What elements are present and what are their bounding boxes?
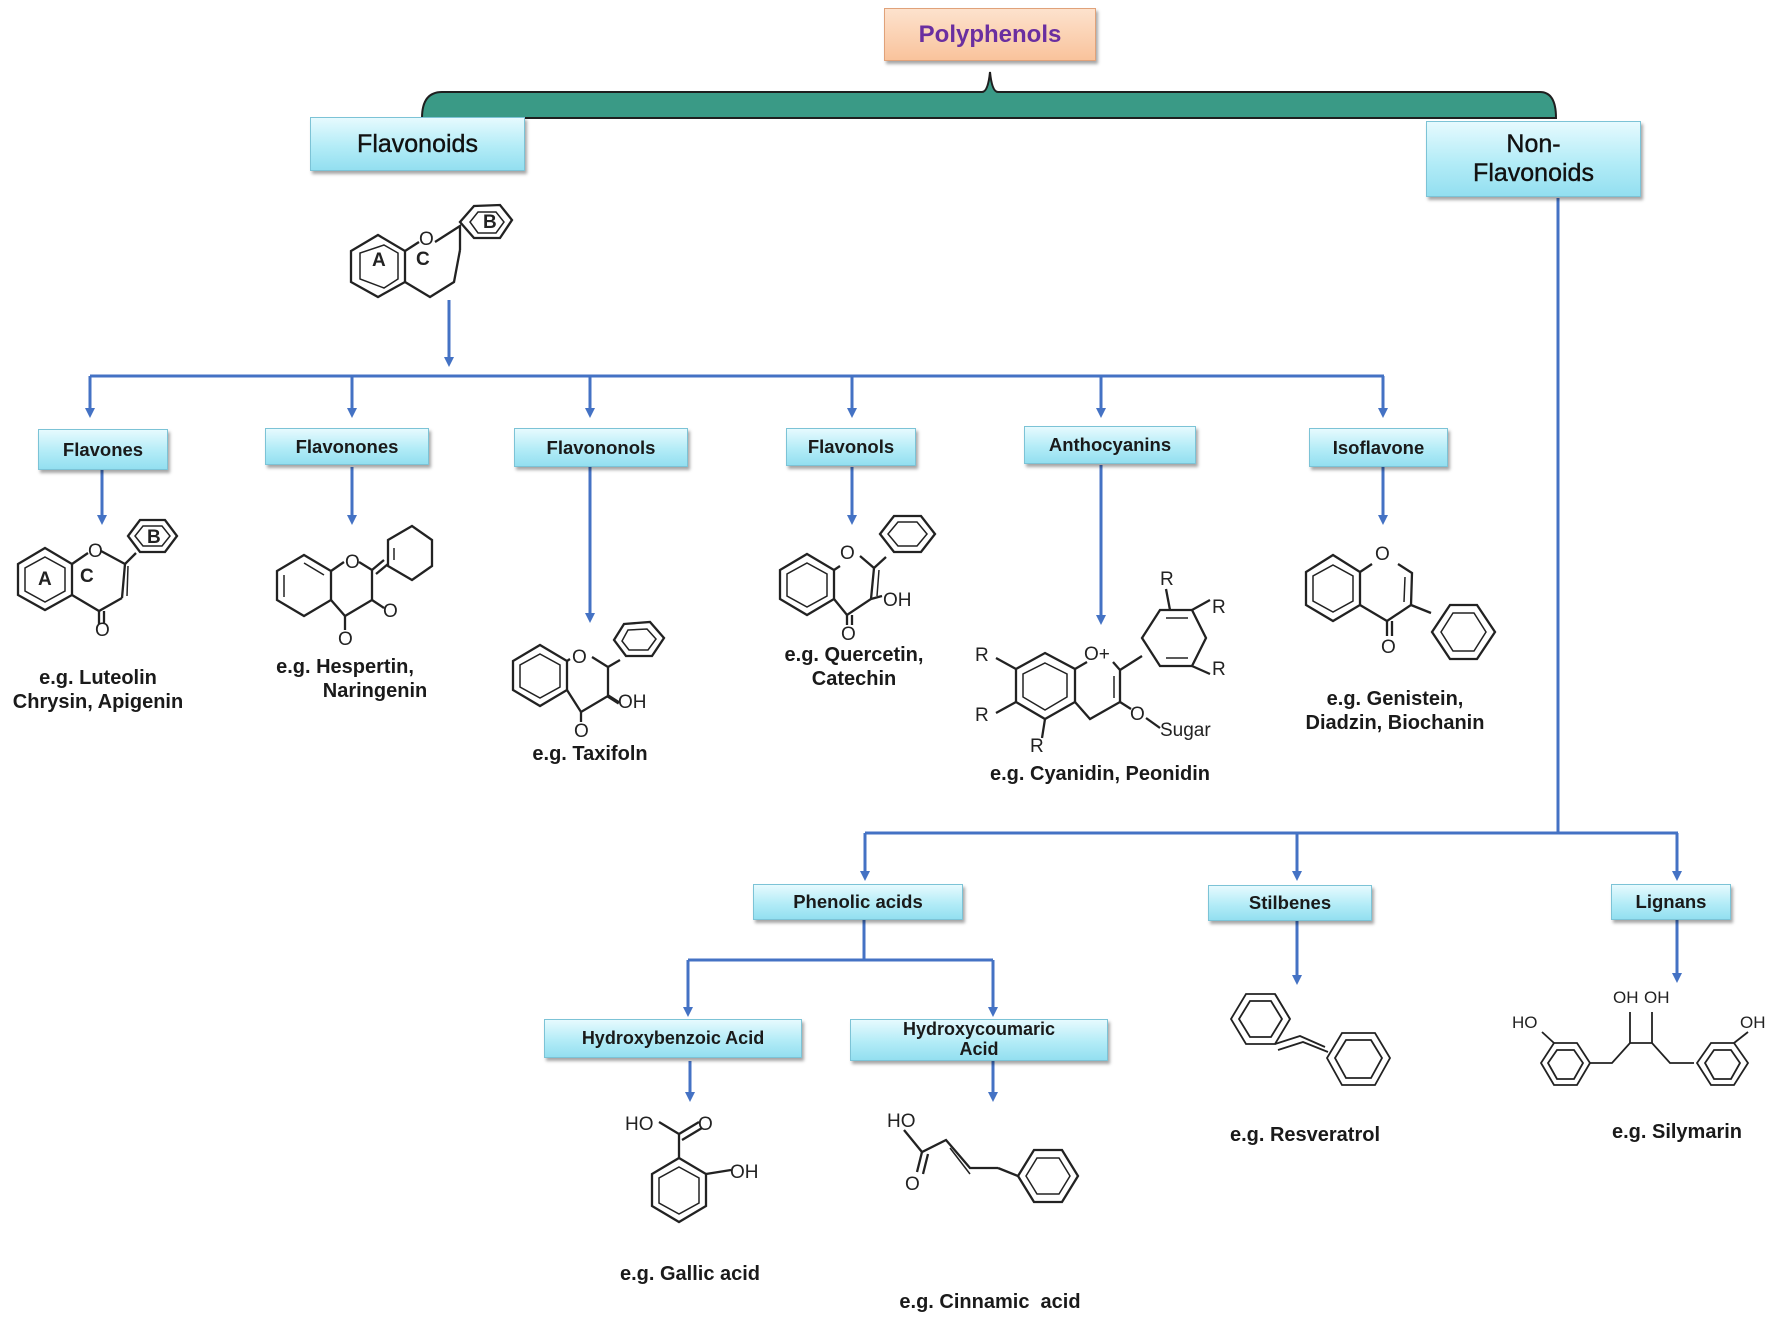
cinnamic-acid-structure [903, 1129, 1080, 1204]
hydroxycoumaric-acid-box: Hydroxycoumaric Acid [850, 1019, 1108, 1061]
cinnamic-o-label: O [905, 1174, 920, 1195]
example-line: e.g. Resveratrol [1229, 1124, 1381, 1146]
lignan-oh3-label: OH [1740, 1013, 1766, 1032]
example-line: e.g. Cinnamic acid [899, 1290, 1081, 1313]
flavonone-o-label: O [345, 552, 360, 573]
flavones-examples: e.g. Luteolin Chrysin, Apigenin [0, 666, 196, 715]
flavanonol-oh-label: OH [618, 692, 647, 713]
anthocyanin-structure [995, 588, 1211, 739]
flavonones-box: Flavonones [265, 428, 429, 465]
non-flavonoids-line1: Non- [1506, 130, 1561, 159]
flavonone-structure [275, 524, 434, 630]
lignans-box: Lignans [1611, 884, 1731, 920]
flavone-o-label: O [88, 541, 103, 562]
core-ring-c-label: C [416, 249, 430, 270]
isoflavone-examples: e.g. Genistein, Diadzin, Biochanin [1280, 687, 1510, 736]
flavone-structure [16, 518, 179, 624]
anthocyanin-sugar-label: Sugar [1160, 720, 1211, 741]
anthocyanin-r1-label: R [975, 645, 989, 666]
flavonoids-box: Flavonoids [310, 117, 525, 171]
cinnamic-ho-label: HO [887, 1111, 916, 1132]
flavonone-keto-o-label: O [338, 629, 353, 650]
core-ring-a-label: A [372, 250, 386, 271]
lignan-oh1-label: OH [1613, 988, 1639, 1007]
hydroxycoumaric-line2: Acid [959, 1039, 999, 1059]
chem-structures [16, 203, 1750, 1224]
polyphenols-box: Polyphenols [884, 8, 1096, 61]
anthocyanin-oplus-label: O+ [1084, 644, 1110, 665]
anthocyanins-examples: e.g. Cyanidin, Peonidin [960, 762, 1240, 786]
core-o-label: O [419, 229, 434, 250]
flavonol-oh-label: OH [883, 590, 912, 611]
anthocyanin-r4-label: R [1160, 569, 1174, 590]
stilbenes-examples: e.g. Resveratrol [1210, 1123, 1400, 1147]
core-ring-b-label: B [483, 212, 497, 233]
non-flavonoids-box: Non- Flavonoids [1426, 121, 1641, 197]
anthocyanins-box: Anthocyanins [1024, 426, 1196, 464]
hydroxybenzoic-acid-box: Hydroxybenzoic Acid [544, 1019, 802, 1058]
gallic-o-label: O [698, 1114, 713, 1135]
hydroxycoumaric-examples: e.g. Cinnamic acid [880, 1241, 1100, 1339]
non-flavonoids-line2: Flavonoids [1473, 159, 1594, 187]
flavone-ring-a-label: A [38, 569, 52, 590]
example-line: Chrysin, Apigenin [12, 691, 184, 714]
flavonone-keto-o2-label: O [383, 601, 398, 622]
flavanonol-structure [511, 620, 666, 722]
flavonol-keto-o-label: O [841, 624, 856, 645]
isoflavone-box: Isoflavone [1309, 428, 1448, 467]
example-line: e.g. Silymarin [1611, 1121, 1743, 1143]
flavanonol-o-label: O [572, 647, 587, 668]
example-line: e.g. Quercetin, [784, 644, 924, 666]
anthocyanin-o-label: O [1130, 704, 1145, 725]
flavononols-examples: e.g. Taxifoln [500, 742, 680, 766]
stilbene-structure [1229, 993, 1392, 1086]
gallic-oh-label: OH [730, 1162, 759, 1183]
lignan-ho-label: HO [1512, 1013, 1538, 1032]
isoflavone-keto-o-label: O [1381, 637, 1396, 658]
flavone-keto-o-label: O [95, 620, 110, 641]
example-line: e.g. Luteolin [39, 667, 157, 689]
flavonol-structure [778, 514, 937, 625]
flavonol-o-label: O [840, 543, 855, 564]
flavononols-box: Flavononols [514, 428, 688, 467]
lignan-oh2-label: OH [1644, 988, 1670, 1007]
example-line: e.g. Genistein, [1326, 688, 1464, 710]
example-line: e.g. Taxifoln [532, 743, 648, 765]
example-line: e.g. Cyanidin, Peonidin [989, 763, 1211, 785]
gallic-ho-label: HO [625, 1114, 654, 1135]
hydroxycoumaric-line1: Hydroxycoumaric [902, 1019, 1056, 1040]
example-line: e.g. Gallic acid [619, 1263, 761, 1285]
connectors [85, 198, 1682, 1102]
flavones-box: Flavones [38, 429, 168, 470]
flavonols-examples: e.g. Quercetin, Catechin [764, 643, 944, 692]
phenolic-acids-box: Phenolic acids [753, 884, 963, 920]
anthocyanin-r6-label: R [1212, 659, 1226, 680]
lignan-structure [1539, 1012, 1750, 1086]
isoflavone-structure [1304, 553, 1497, 661]
stilbenes-box: Stilbenes [1208, 885, 1372, 921]
isoflavone-o-label: O [1375, 544, 1390, 565]
flavan-core-structure [349, 203, 514, 299]
root-bracket [420, 71, 1558, 119]
example-line: Naringenin [322, 680, 428, 703]
flavonols-box: Flavonols [786, 428, 916, 466]
flavone-ring-c-label: C [80, 566, 94, 587]
example-line: Catechin [811, 668, 897, 691]
anthocyanin-r3-label: R [1030, 736, 1044, 757]
hydroxybenzoic-examples: e.g. Gallic acid [590, 1262, 790, 1286]
atom-labels: A C O B A C O B O O O O O O OH O O OH O+… [38, 212, 1766, 1195]
flavone-ring-b-label: B [147, 527, 161, 548]
flavonones-examples: e.g. Hespertin, Naringenin [250, 655, 440, 704]
gallic-acid-structure [650, 1121, 732, 1224]
diagram-canvas: A C O B A C O B O O O O O O OH O O OH O+… [16, 71, 1766, 1224]
anthocyanin-r2-label: R [975, 705, 989, 726]
lignans-examples: e.g. Silymarin [1592, 1120, 1762, 1144]
example-line: e.g. Hespertin, [276, 656, 414, 678]
example-line: Diadzin, Biochanin [1305, 712, 1485, 735]
flavanonol-keto-o-label: O [574, 721, 589, 742]
anthocyanin-r5-label: R [1212, 597, 1226, 618]
